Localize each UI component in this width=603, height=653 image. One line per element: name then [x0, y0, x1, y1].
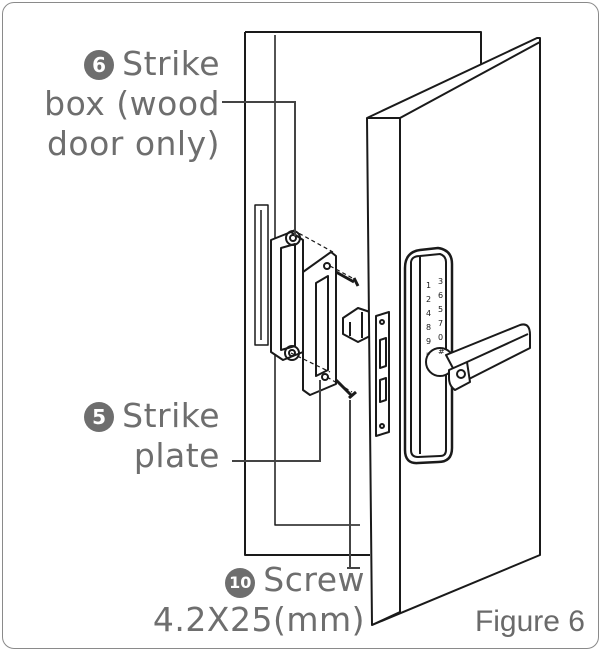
leader-screw [347, 400, 360, 569]
key-8: 8 [426, 323, 431, 332]
key-4: 4 [426, 309, 431, 318]
key-hash: # [438, 347, 445, 356]
number-badge: 5 [84, 402, 115, 432]
key-6: 6 [438, 291, 443, 300]
number-badge: 10 [225, 568, 256, 598]
key-star: * [426, 351, 430, 360]
key-9: 9 [426, 337, 431, 346]
door-slab [366, 37, 541, 626]
frame-inner-edge [274, 35, 360, 526]
key-5: 5 [438, 305, 443, 314]
strike-plate [302, 251, 337, 396]
door-faceplate [375, 311, 390, 437]
key-2: 2 [426, 295, 431, 304]
lever-handle [425, 323, 531, 391]
leader-strike-box [222, 101, 296, 236]
screw-bottom [334, 378, 357, 400]
alignment-lines [290, 229, 357, 393]
leader-strike-plate [232, 380, 321, 462]
screw-top [335, 270, 360, 287]
key-7: 7 [438, 319, 443, 328]
figure-caption: Figure 6 [474, 605, 585, 638]
latch-bolt [342, 307, 371, 343]
frame-mortise [254, 204, 269, 346]
number-badge: 6 [84, 50, 115, 80]
key-3: 3 [438, 277, 443, 286]
keypad: 1 3 2 6 4 5 8 7 9 0 * # [426, 277, 445, 360]
strike-box [270, 230, 304, 361]
key-1: 1 [426, 281, 431, 290]
key-0: 0 [438, 333, 443, 342]
